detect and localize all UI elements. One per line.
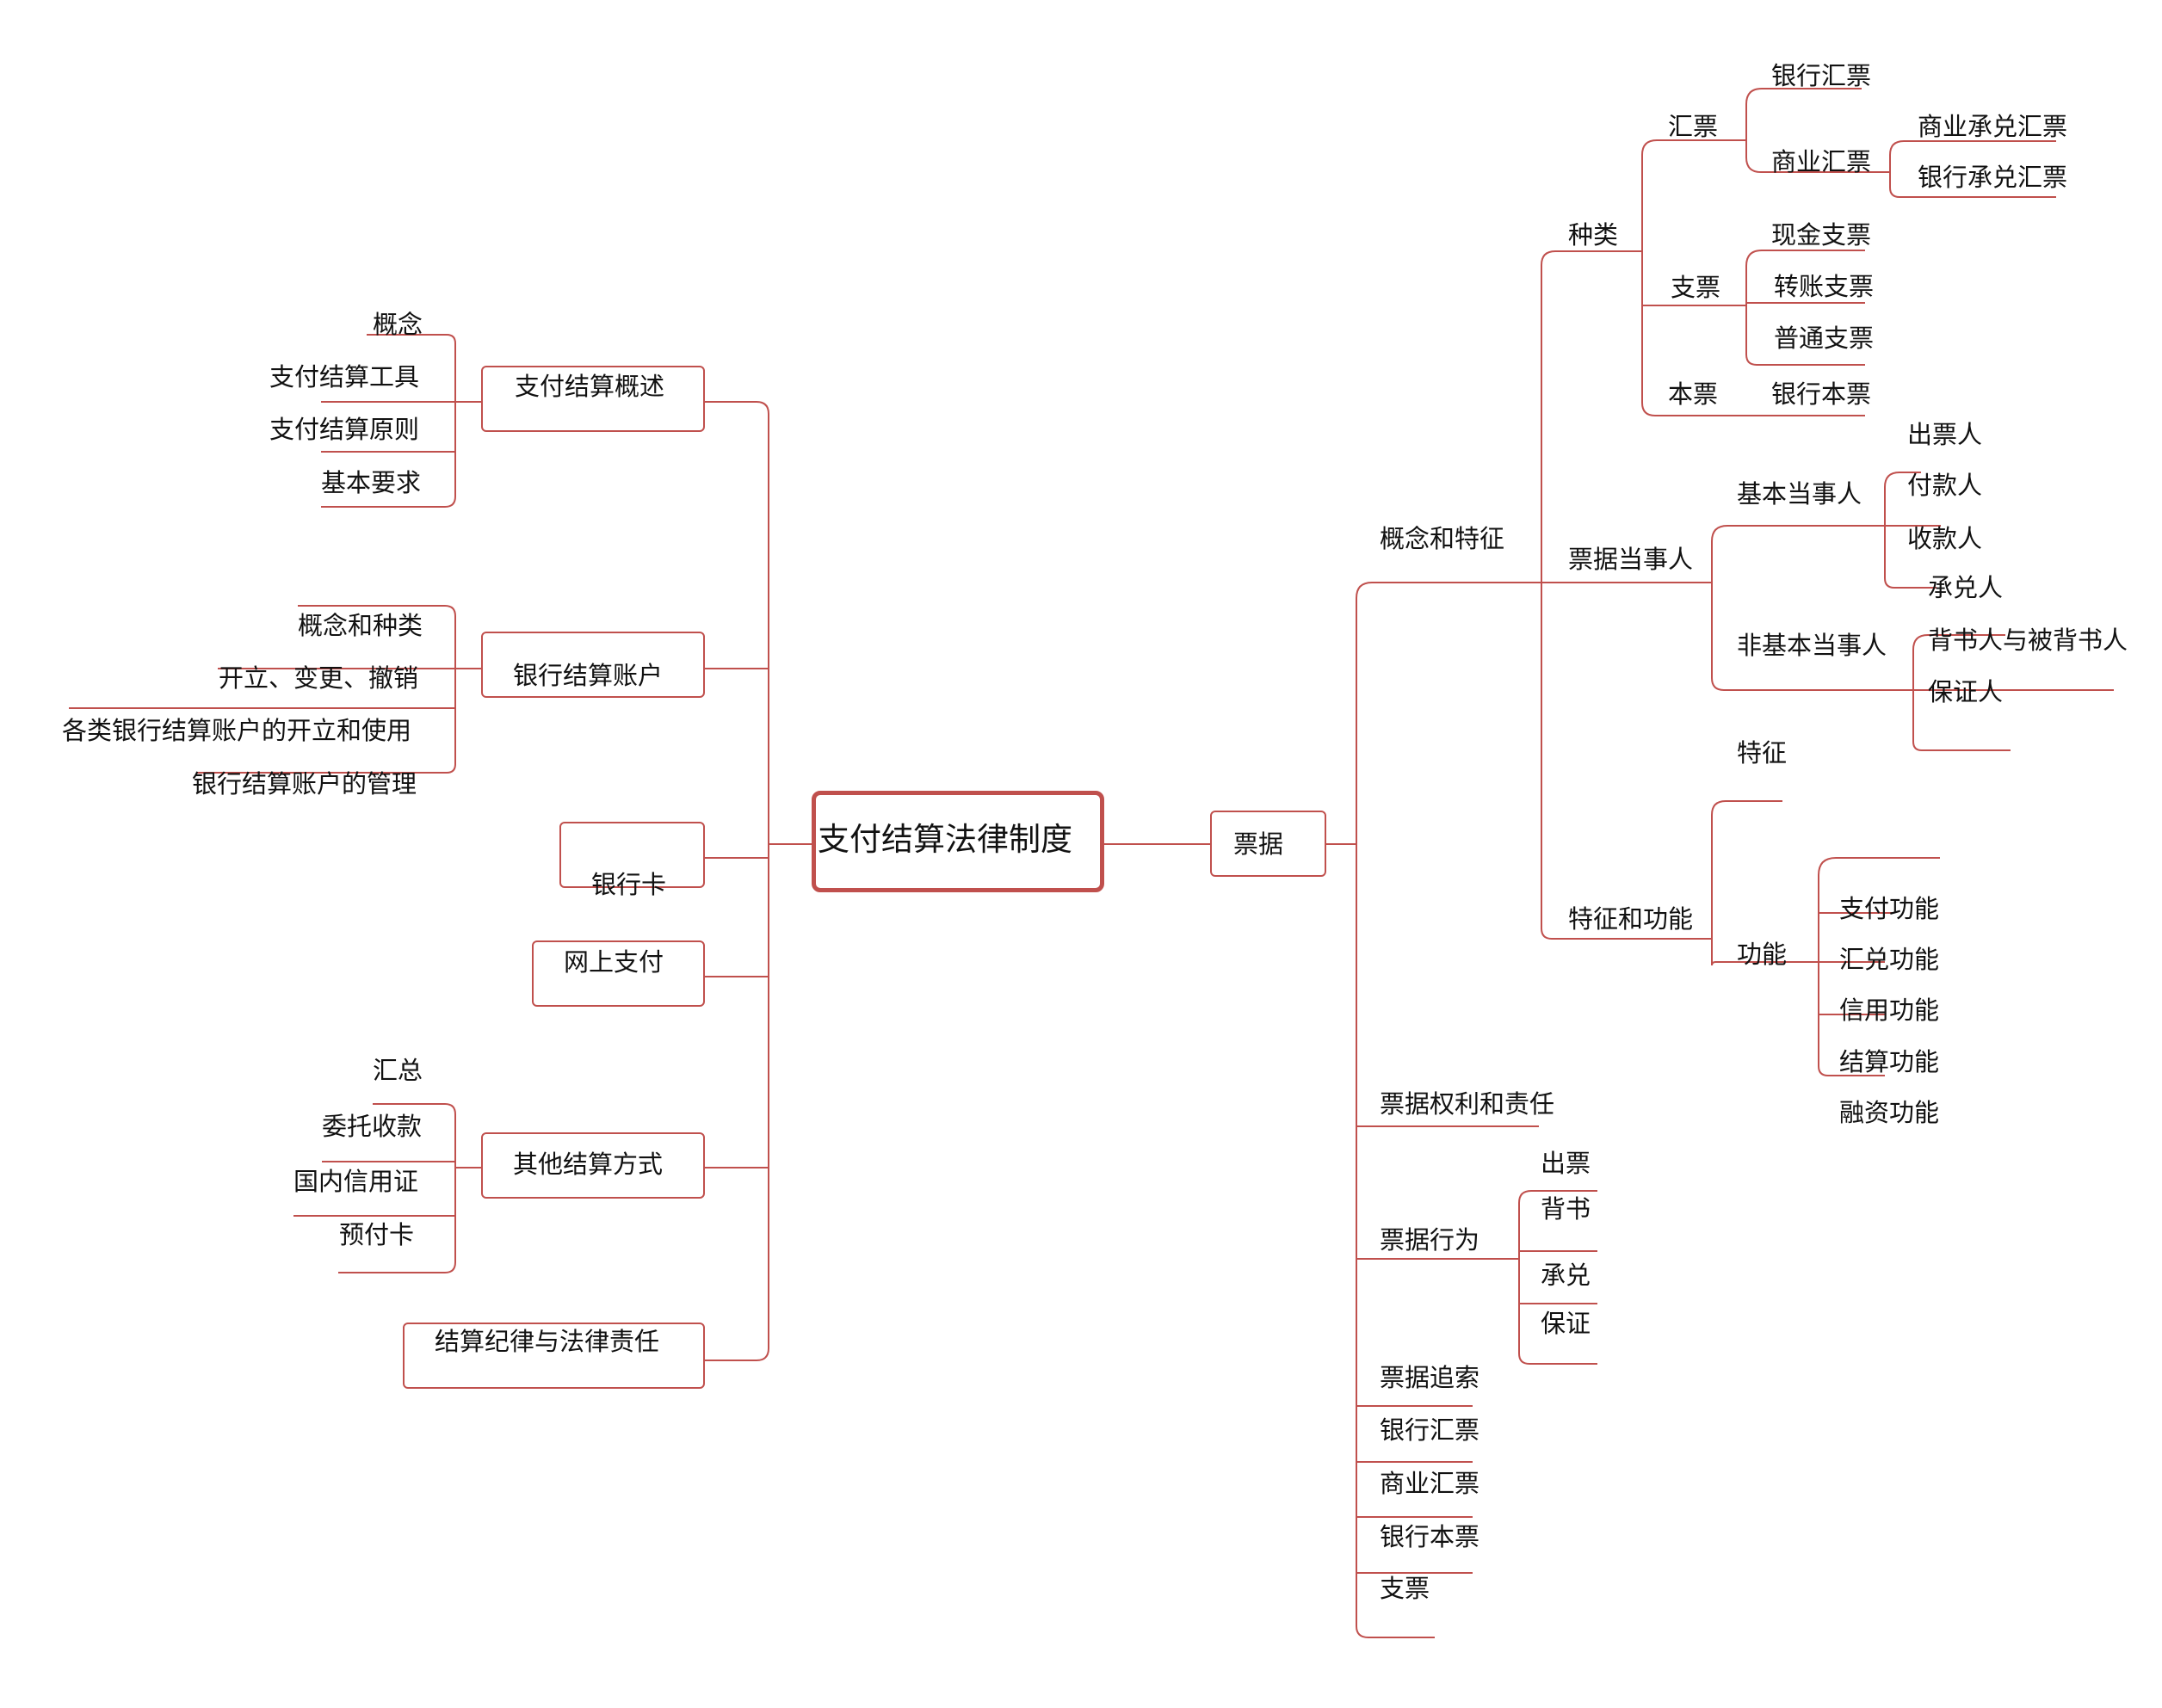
node-sec-bank-promissory[interactable]: 银行本票 — [1380, 1522, 1480, 1551]
leaf-account-change[interactable]: 开立、变更、撤销 — [219, 663, 419, 693]
node-overview[interactable] — [481, 366, 705, 432]
leaf-cash-cheque[interactable]: 现金支票 — [1771, 220, 1872, 250]
leaf-acceptor[interactable]: 承兑人 — [1928, 573, 2004, 602]
leaf-ordinary-cheque[interactable]: 普通支票 — [1774, 324, 1875, 353]
leaf-prepaid-card[interactable]: 预付卡 — [339, 1220, 415, 1249]
leaf-tools[interactable]: 支付结算工具 — [269, 362, 420, 392]
node-promissory[interactable]: 本票 — [1668, 379, 1719, 409]
leaf-remit-function[interactable]: 汇兑功能 — [1839, 945, 1940, 974]
node-sec-cheque[interactable]: 支票 — [1380, 1574, 1430, 1603]
node-overview-label: 支付结算概述 — [515, 372, 665, 401]
leaf-collection[interactable]: 汇总 — [373, 1056, 423, 1085]
leaf-act-issue[interactable]: 出票 — [1541, 1149, 1591, 1178]
leaf-account-use[interactable]: 各类银行结算账户的开立和使用 — [62, 716, 412, 745]
node-bill[interactable] — [1210, 811, 1326, 877]
node-features-functions[interactable]: 特征和功能 — [1568, 904, 1694, 934]
leaf-endorser[interactable]: 背书人与被背书人 — [1928, 626, 2128, 655]
leaf-act-guarantee[interactable]: 保证 — [1541, 1309, 1591, 1338]
leaf-letter-of-credit[interactable]: 国内信用证 — [293, 1167, 419, 1196]
node-basic-parties[interactable]: 基本当事人 — [1737, 479, 1862, 509]
node-cheque[interactable]: 支票 — [1671, 273, 1721, 302]
node-card-label: 银行卡 — [591, 870, 667, 899]
leaf-payment-function[interactable]: 支付功能 — [1839, 894, 1940, 923]
node-commercial-draft[interactable]: 商业汇票 — [1771, 147, 1872, 176]
leaf-account-manage[interactable]: 银行结算账户的管理 — [192, 769, 417, 799]
node-other[interactable] — [481, 1132, 705, 1199]
leaf-payee[interactable]: 收款人 — [1907, 524, 1983, 553]
leaf-payer[interactable]: 付款人 — [1907, 471, 1983, 500]
leaf-finance-function[interactable]: 融资功能 — [1839, 1098, 1940, 1127]
leaf-drawer[interactable]: 出票人 — [1907, 420, 1983, 449]
node-card[interactable] — [559, 822, 705, 888]
leaf-requirements[interactable]: 基本要求 — [321, 468, 422, 497]
leaf-settle-function[interactable]: 结算功能 — [1839, 1047, 1940, 1076]
node-sec-commercial-draft[interactable]: 商业汇票 — [1380, 1469, 1480, 1498]
node-acts[interactable]: 票据行为 — [1380, 1225, 1480, 1255]
node-features[interactable]: 特征 — [1737, 738, 1788, 768]
leaf-concept[interactable]: 概念 — [373, 310, 423, 339]
node-draft[interactable]: 汇票 — [1668, 112, 1719, 141]
leaf-transfer-cheque[interactable]: 转账支票 — [1774, 272, 1875, 301]
node-parties[interactable]: 票据当事人 — [1568, 545, 1694, 574]
node-rights[interactable]: 票据权利和责任 — [1380, 1089, 1555, 1119]
leaf-bank-acceptance[interactable]: 银行承兑汇票 — [1918, 163, 2068, 192]
node-discipline-label: 结算纪律与法律责任 — [435, 1327, 660, 1356]
leaf-guarantor[interactable]: 保证人 — [1928, 677, 2004, 706]
leaf-bank-promissory[interactable]: 银行本票 — [1771, 379, 1872, 409]
leaf-commercial-acceptance[interactable]: 商业承兑汇票 — [1918, 112, 2068, 141]
node-other-label: 其他结算方式 — [513, 1150, 664, 1179]
node-account[interactable] — [481, 632, 705, 698]
leaf-principles[interactable]: 支付结算原则 — [269, 415, 420, 444]
leaf-credit-function[interactable]: 信用功能 — [1839, 996, 1940, 1025]
leaf-account-types[interactable]: 概念和种类 — [298, 611, 423, 640]
node-sec-bank-draft[interactable]: 银行汇票 — [1380, 1415, 1480, 1445]
node-recourse[interactable]: 票据追索 — [1380, 1363, 1480, 1392]
node-bill-label: 票据 — [1233, 829, 1284, 859]
node-online-label: 网上支付 — [564, 947, 664, 977]
root-label: 支付结算法律制度 — [818, 821, 1072, 858]
node-online[interactable] — [532, 940, 705, 1007]
node-account-label: 银行结算账户 — [513, 661, 664, 690]
node-non-basic-parties[interactable]: 非基本当事人 — [1737, 631, 1887, 660]
node-functions[interactable]: 功能 — [1737, 940, 1788, 969]
node-discipline[interactable] — [403, 1323, 705, 1389]
node-types[interactable]: 种类 — [1568, 220, 1619, 250]
root-node[interactable] — [812, 791, 1104, 892]
node-concept[interactable]: 概念和特征 — [1380, 524, 1505, 553]
leaf-entrusted[interactable]: 委托收款 — [322, 1112, 423, 1141]
leaf-act-accept[interactable]: 承兑 — [1541, 1261, 1591, 1290]
leaf-act-endorse[interactable]: 背书 — [1541, 1194, 1591, 1224]
leaf-bank-draft[interactable]: 银行汇票 — [1771, 61, 1872, 90]
